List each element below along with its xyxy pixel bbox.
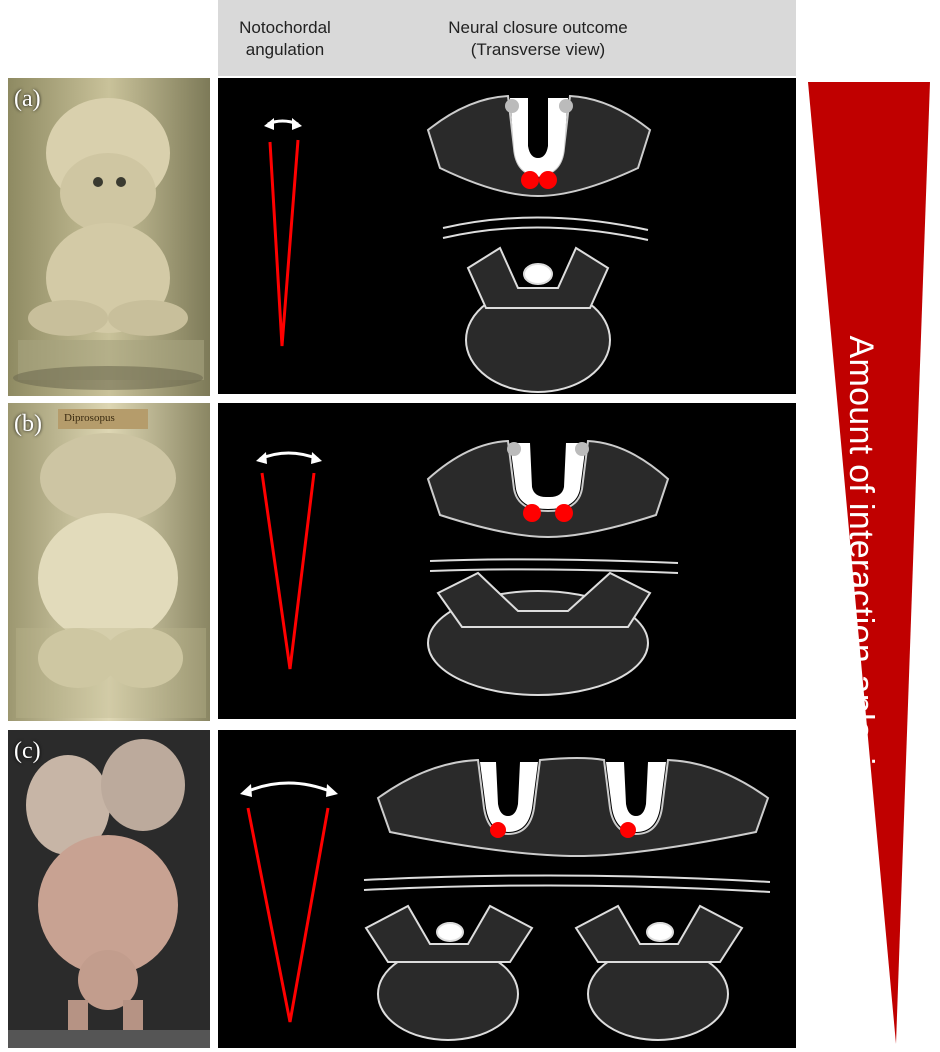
row-label-c: (c) — [14, 738, 41, 765]
header-col2-line1: Neural closure outcome — [398, 17, 678, 39]
neural-fold-b — [428, 441, 668, 537]
header-neural-closure: Neural closure outcome (Transverse view) — [398, 17, 678, 61]
vertebra-a — [443, 217, 648, 392]
specimen-photo-b: (b) Diprosopus — [8, 403, 210, 721]
diagram-panel-c — [218, 730, 796, 1048]
header-col2-line2: (Transverse view) — [398, 39, 678, 61]
neural-fold-a — [428, 96, 650, 196]
row-label-b: (b) — [14, 411, 42, 438]
header-col1-line2: angulation — [220, 39, 350, 61]
notochord-angle-c — [240, 783, 338, 1022]
header-col1-line1: Notochordal — [220, 17, 350, 39]
neural-fold-c — [378, 758, 768, 856]
diagram-panel-b — [218, 403, 796, 719]
header-notochordal-angulation: Notochordal angulation — [220, 17, 350, 61]
notochord-angle-a — [264, 118, 302, 346]
specimen-photo-a: (a) — [8, 78, 210, 396]
vertebra-b — [428, 559, 678, 695]
specimen-photo-c: (c) — [8, 730, 210, 1048]
notochord-angle-b — [256, 452, 322, 669]
vertebra-c — [364, 875, 770, 1040]
row-label-a: (a) — [14, 86, 41, 113]
diagram-panel-a — [218, 78, 796, 394]
specimen-tag-b: Diprosopus — [64, 412, 115, 424]
scale-label: Amount of interaction-aplasia — [841, 335, 880, 784]
